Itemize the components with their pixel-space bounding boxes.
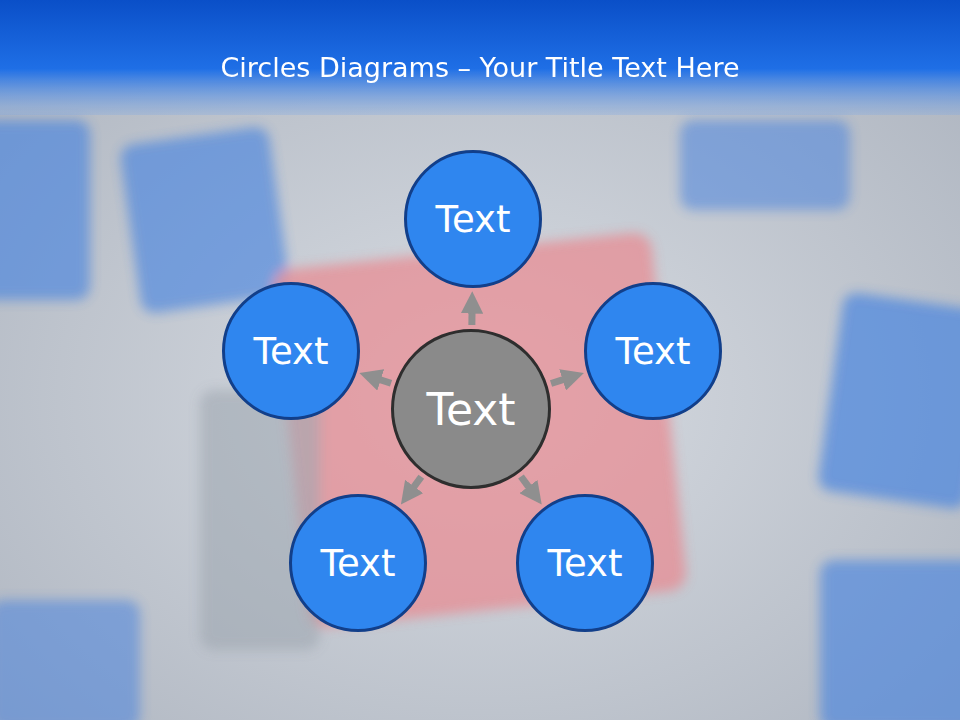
block-arrow: [408, 477, 422, 496]
outer-circle: Text: [289, 494, 427, 632]
outer-circle: Text: [404, 150, 542, 288]
center-circle: Text: [391, 329, 551, 489]
circle-label: Text: [254, 330, 329, 373]
circle-label: Text: [616, 330, 691, 373]
outer-circle: Text: [516, 494, 654, 632]
block-arrow: [521, 477, 535, 496]
block-arrow: [468, 302, 475, 325]
circle-label: Text: [321, 542, 396, 585]
circle-label: Text: [427, 384, 516, 435]
circle-label: Text: [548, 542, 623, 585]
circle-label: Text: [436, 198, 511, 241]
block-arrow: [551, 376, 573, 383]
slide-title: Circles Diagrams – Your Title Text Here: [0, 52, 960, 83]
outer-circle: Text: [222, 282, 360, 420]
block-arrow: [370, 376, 391, 383]
outer-circle: Text: [584, 282, 722, 420]
